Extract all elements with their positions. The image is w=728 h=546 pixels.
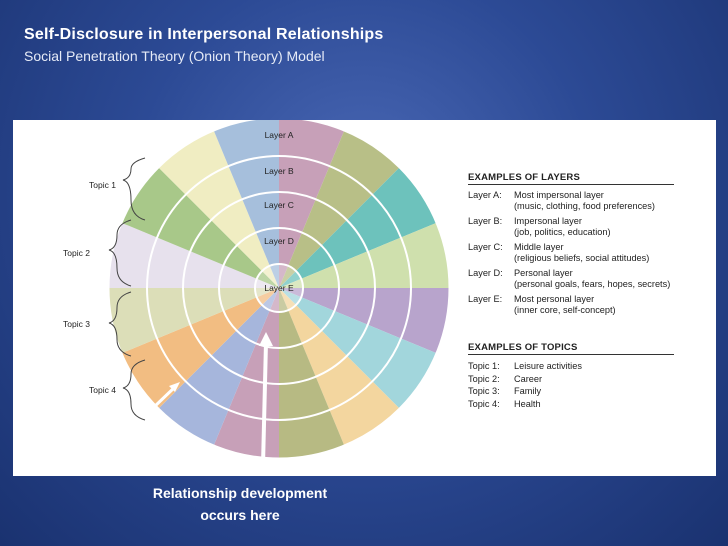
caption-line-1: Relationship development bbox=[152, 485, 328, 501]
topic-wedge bbox=[279, 167, 437, 288]
topic-4-label: Topic 4 bbox=[89, 385, 116, 395]
layer-example-text: Impersonal layer bbox=[514, 216, 582, 226]
layer-ring bbox=[146, 155, 412, 421]
topic-3-label: Topic 3 bbox=[63, 319, 90, 329]
topic-brace bbox=[122, 359, 146, 421]
topic-wedge bbox=[121, 288, 279, 409]
layer-example-sub: (religious beliefs, social attitudes) bbox=[514, 253, 650, 263]
topic-example-text: Leisure activities bbox=[514, 361, 582, 371]
small-white-arrow bbox=[151, 382, 180, 410]
layer-ring bbox=[108, 120, 450, 459]
layer-example-sub: (inner core, self-concept) bbox=[514, 305, 616, 315]
layer-example: Layer D: Personal layer(personal goals, f… bbox=[468, 268, 674, 290]
layer-example-key: Layer A: bbox=[468, 190, 502, 200]
layer-example-text: Most impersonal layer bbox=[514, 190, 604, 200]
layer-a-label: Layer A bbox=[265, 130, 294, 140]
development-caption: Relationship development occurs here bbox=[120, 482, 360, 526]
layer-example-text: Middle layer bbox=[514, 242, 564, 252]
slide-subtitle: Social Penetration Theory (Onion Theory)… bbox=[24, 48, 325, 64]
topic-brace bbox=[108, 291, 132, 357]
topics-heading: EXAMPLES OF TOPICS bbox=[468, 342, 674, 355]
layer-ring bbox=[218, 227, 340, 349]
topic-wedge bbox=[279, 130, 400, 288]
topic-example-text: Health bbox=[514, 398, 541, 409]
layer-ring bbox=[254, 263, 304, 313]
layer-example-key: Layer C: bbox=[468, 242, 503, 252]
layer-e-label: Layer E bbox=[264, 283, 294, 293]
layer-b-label: Layer B bbox=[264, 166, 294, 176]
layer-example-sub: (job, politics, education) bbox=[514, 227, 611, 237]
topic-example: Topic 4: Health bbox=[468, 398, 674, 411]
layer-c-label: Layer C bbox=[264, 200, 294, 210]
layer-example-key: Layer D: bbox=[468, 268, 503, 278]
topic-wedge bbox=[279, 120, 345, 288]
topic-wedge bbox=[158, 130, 279, 288]
layer-example-text: Personal layer bbox=[514, 268, 573, 278]
slide-title: Self-Disclosure in Interpersonal Relatio… bbox=[24, 26, 384, 43]
topic-wedge bbox=[109, 288, 279, 354]
topic-wedge bbox=[279, 288, 449, 354]
layer-example: Layer A: Most impersonal layer(music, clo… bbox=[468, 190, 674, 212]
topic-example-key: Topic 2: bbox=[468, 373, 500, 384]
layer-example-sub: (personal goals, fears, hopes, secrets) bbox=[514, 279, 671, 289]
layer-example-key: Layer B: bbox=[468, 216, 503, 226]
topic-example-key: Topic 3: bbox=[468, 386, 500, 396]
topic-example-key: Topic 1: bbox=[468, 361, 500, 371]
topic-wedge bbox=[279, 288, 400, 446]
layer-example: Layer C: Middle layer(religious beliefs, … bbox=[468, 242, 674, 264]
layer-example-sub: (music, clothing, food preferences) bbox=[514, 201, 655, 211]
topic-example: Topic 3: Family bbox=[468, 385, 674, 398]
topic-wedge bbox=[121, 167, 279, 288]
development-arrow bbox=[259, 332, 273, 466]
topic-wedge bbox=[279, 222, 449, 288]
legend: EXAMPLES OF LAYERS Layer A: Most imperson… bbox=[468, 172, 674, 410]
topic-example-key: Topic 4: bbox=[468, 398, 500, 409]
topic-brace bbox=[108, 219, 132, 287]
topic-wedge bbox=[213, 120, 279, 288]
diagram-panel: Layer A Layer B Layer C Layer D Layer E … bbox=[13, 120, 716, 476]
layer-d-label: Layer D bbox=[264, 236, 294, 246]
topic-wedge bbox=[279, 288, 437, 409]
layers-heading: EXAMPLES OF LAYERS bbox=[468, 172, 674, 185]
layer-example: Layer B: Impersonal layer(job, politics, … bbox=[468, 216, 674, 238]
layer-example: Layer E: Most personal layer(inner core, … bbox=[468, 294, 674, 316]
topic-example: Topic 2: Career bbox=[468, 373, 674, 386]
onion-diagram: Layer A Layer B Layer C Layer D Layer E … bbox=[63, 120, 450, 466]
layer-example-text: Most personal layer bbox=[514, 294, 595, 304]
topic-wedge bbox=[158, 288, 279, 446]
topic-wedge bbox=[279, 288, 345, 458]
topic-example-text: Career bbox=[514, 373, 543, 384]
topic-brace bbox=[122, 157, 146, 221]
topic-2-label: Topic 2 bbox=[63, 248, 90, 258]
topic-example: Topic 1: Leisure activities bbox=[468, 360, 674, 373]
topic-1-label: Topic 1 bbox=[89, 180, 116, 190]
layer-example-key: Layer E: bbox=[468, 294, 503, 304]
topic-wedge bbox=[109, 222, 279, 288]
layer-ring bbox=[182, 191, 376, 385]
topic-example-text: Family bbox=[514, 386, 542, 396]
caption-line-2: occurs here bbox=[200, 507, 280, 523]
